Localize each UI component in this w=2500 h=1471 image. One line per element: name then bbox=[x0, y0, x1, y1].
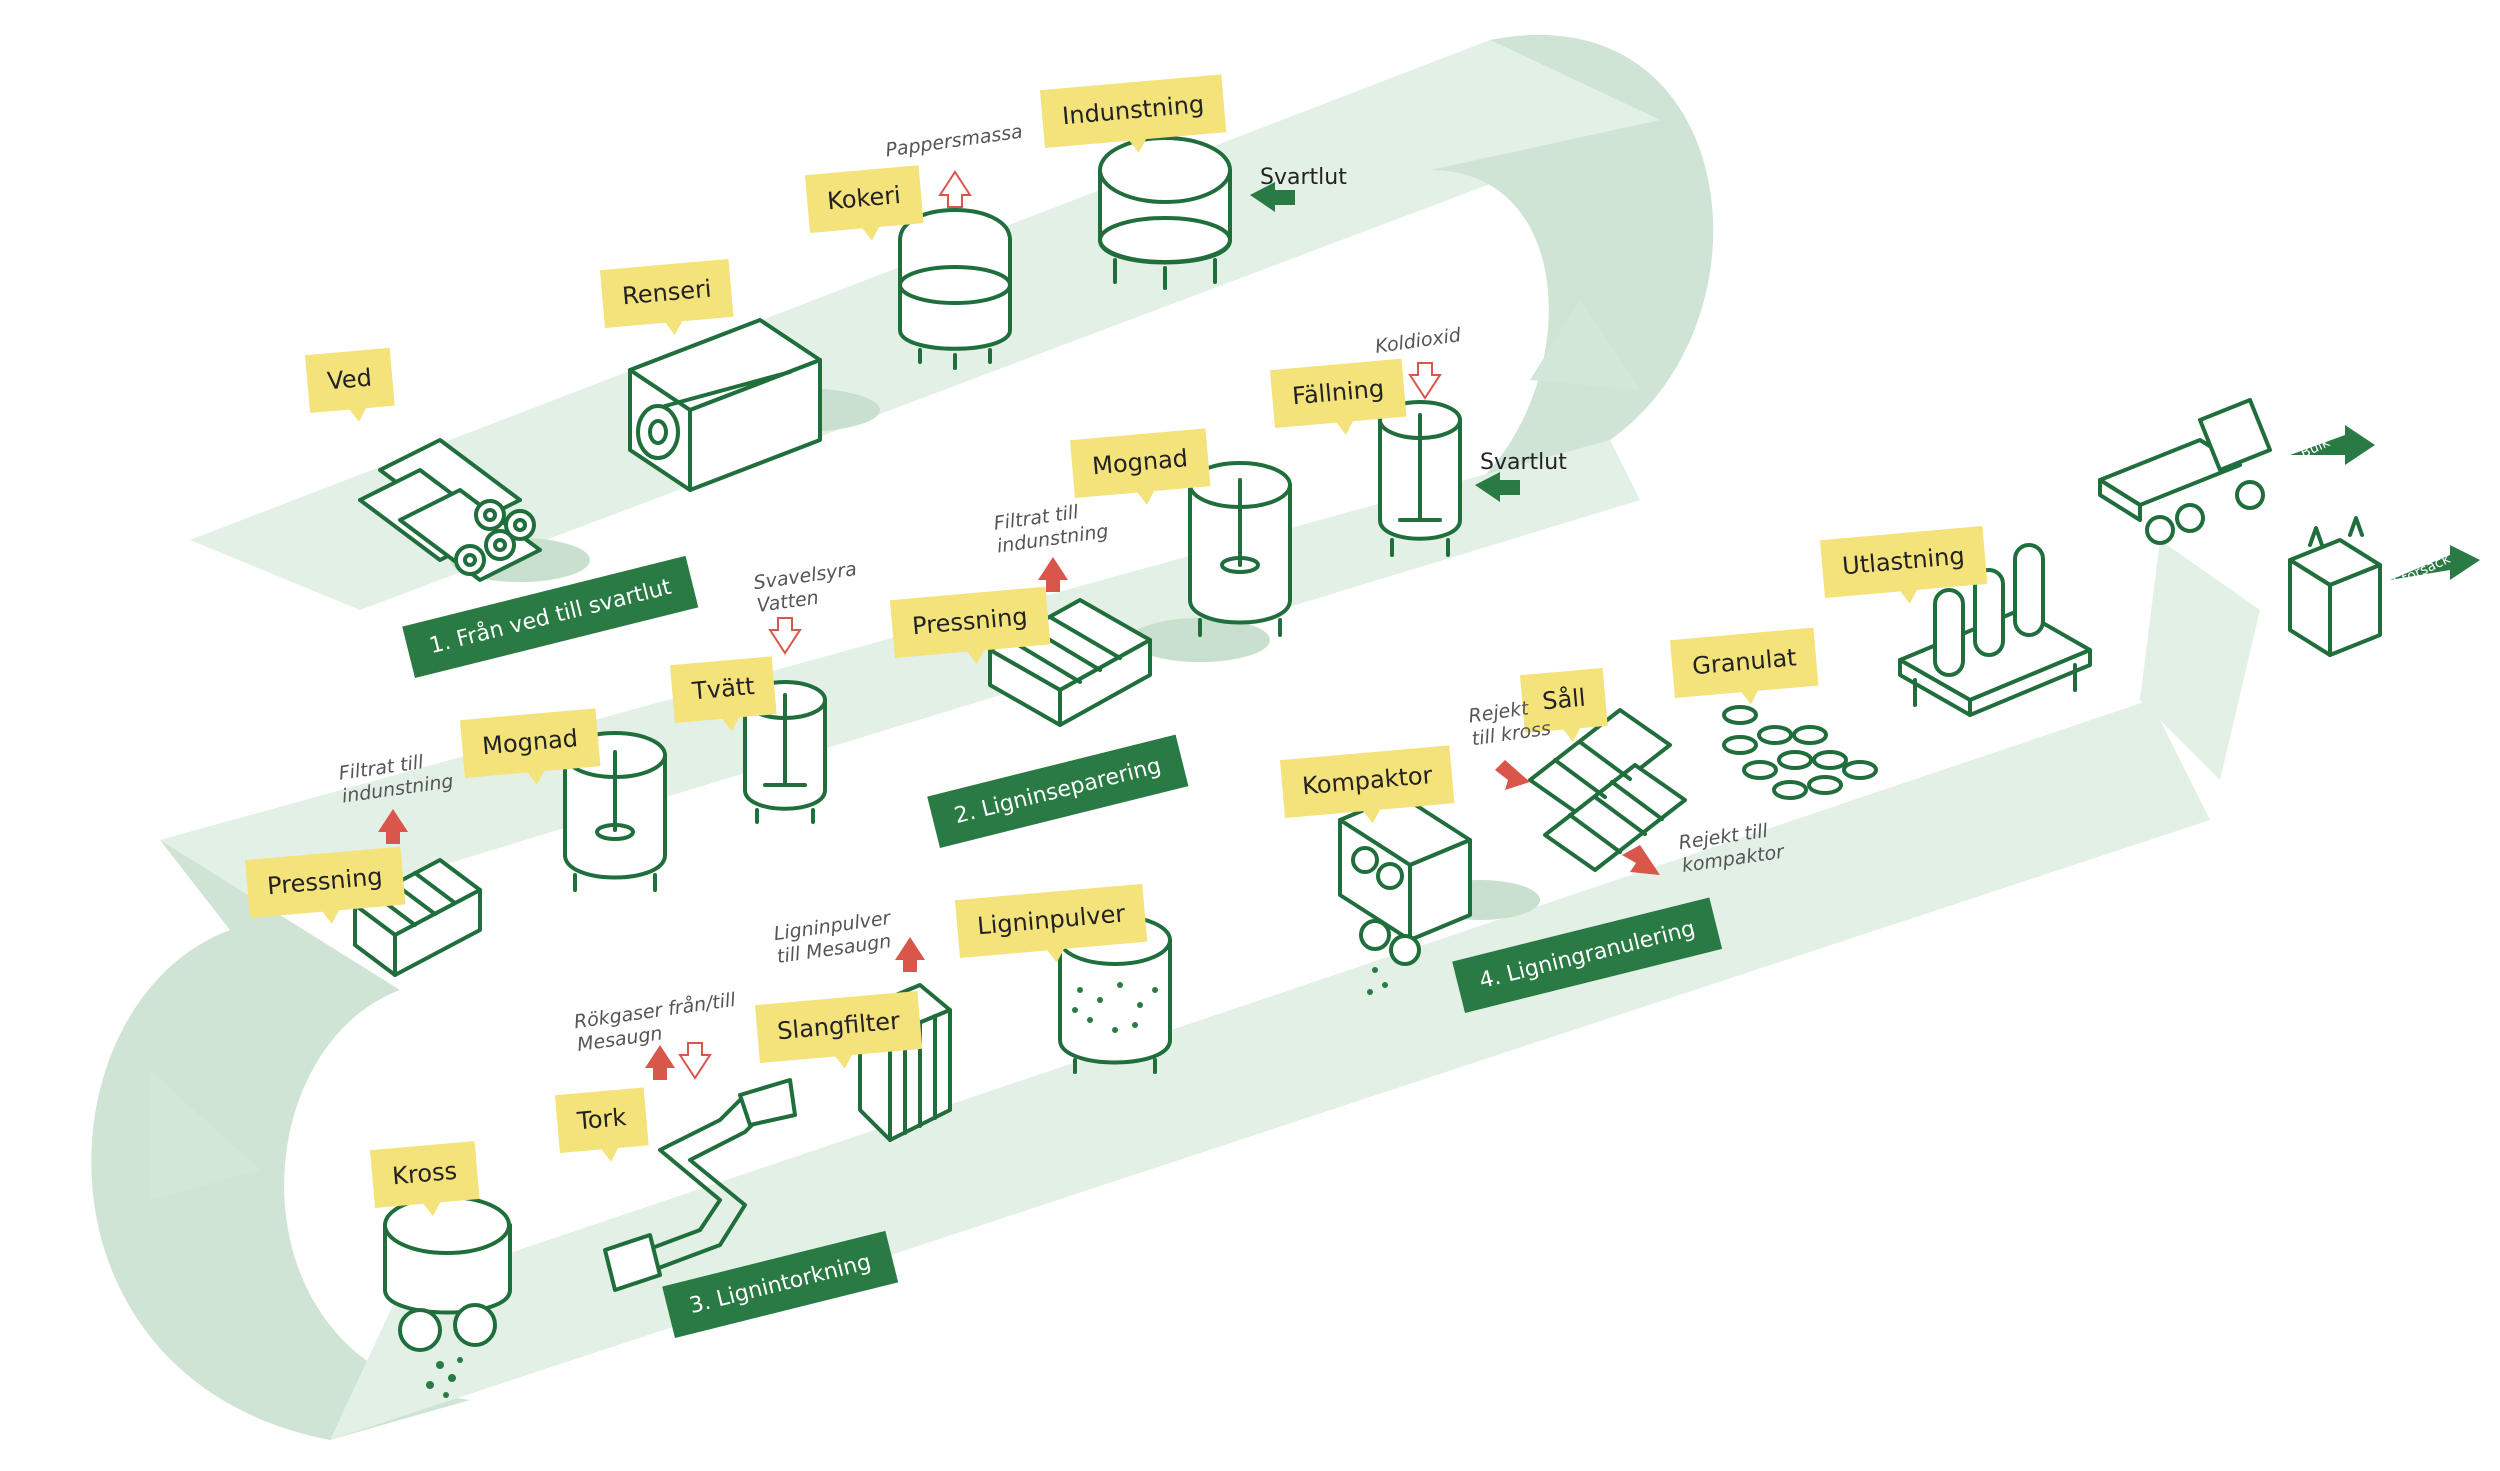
step-label-kross: Kross bbox=[369, 1141, 480, 1208]
log-pile-icon bbox=[358, 438, 542, 582]
band-arrow-turn-right bbox=[1530, 300, 1640, 390]
screen-icon bbox=[1528, 708, 1687, 872]
precipitation-tank-icon bbox=[1378, 400, 1462, 557]
shadow bbox=[1130, 618, 1270, 662]
pappersmassa-arrow bbox=[938, 170, 972, 208]
flow-arrows bbox=[378, 170, 2480, 1080]
maturation-tank-icon bbox=[1188, 461, 1292, 637]
step-label-tvatt: Tvätt bbox=[669, 656, 778, 723]
step-label-mognad-top: Mognad bbox=[1069, 428, 1211, 498]
filter-press-icon bbox=[353, 858, 482, 977]
digester-icon bbox=[898, 208, 1012, 370]
filter-press-icon bbox=[988, 598, 1152, 727]
rokgaser-up-arrow bbox=[645, 1045, 675, 1080]
step-label-mognad-left: Mognad bbox=[459, 708, 601, 778]
granule-pile-icon bbox=[1722, 705, 1878, 800]
step-label-tork: Tork bbox=[554, 1087, 649, 1153]
step-label-kokeri: Kokeri bbox=[804, 165, 924, 233]
ligninpulver-arrow bbox=[895, 937, 925, 972]
rejekt-kross-arrow bbox=[1495, 760, 1530, 790]
loading-silos-icon bbox=[1898, 543, 2092, 717]
band-arrowhead bbox=[2140, 540, 2260, 780]
band-arrow-turn-left bbox=[150, 1070, 260, 1200]
rokgaser-down-arrow bbox=[678, 1042, 712, 1080]
koldioxid-arrow bbox=[1408, 362, 1442, 400]
svartlut-top-arrow bbox=[1250, 182, 1295, 212]
rejekt-kompaktor-arrow bbox=[1622, 845, 1660, 875]
big-bag-icon bbox=[2288, 516, 2382, 657]
svartlut-mid-label: Svartlut bbox=[1480, 450, 1567, 475]
band-turn-left bbox=[91, 840, 471, 1440]
dryer-duct-icon bbox=[603, 1078, 797, 1292]
band-turn-right bbox=[1430, 34, 1714, 505]
truck-icon bbox=[2098, 398, 2272, 545]
storsack-arrow bbox=[2390, 545, 2480, 580]
bulk-arrow bbox=[2290, 425, 2375, 465]
evaporator-tank-icon bbox=[1098, 136, 1232, 290]
step-label-fallning: Fällning bbox=[1269, 358, 1407, 428]
svartlut-top-label: Svartlut bbox=[1260, 165, 1347, 190]
debarker-icon bbox=[628, 318, 822, 492]
step-label-renseri: Renseri bbox=[599, 258, 734, 328]
svavelsyra-arrow bbox=[768, 617, 802, 655]
svartlut-mid-arrow bbox=[1475, 472, 1520, 502]
filtrat-left-arrow bbox=[378, 809, 408, 844]
filtrat-top-arrow bbox=[1038, 557, 1068, 592]
step-label-ved: Ved bbox=[304, 347, 395, 413]
